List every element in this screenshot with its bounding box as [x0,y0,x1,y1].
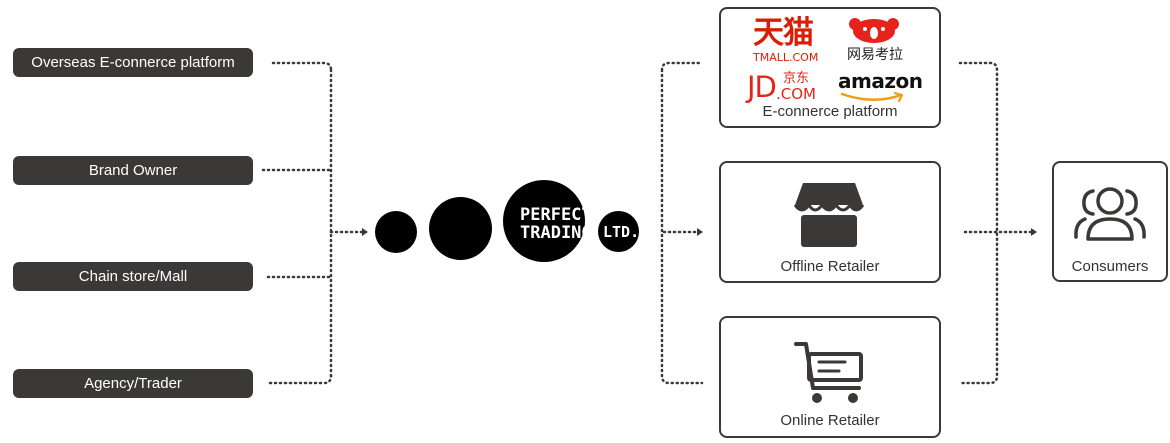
connector-channels-vertical [660,61,704,385]
source-chain-store-mall: Chain store/Mall [13,262,253,291]
jd-logo-dotcom: .COM [776,85,816,103]
connector-right-bracket [958,61,999,385]
company-name-line1: PERFECT [520,205,592,225]
users-group-icon [1074,187,1146,241]
offline-retailer-label: Offline Retailer [780,258,880,275]
source-brand-owner: Brand Owner [13,156,253,185]
channel-online-retailer-box: Online Retailer [719,316,941,438]
storefront-icon [793,183,865,247]
netease-logo-text: 网易考拉 [847,47,903,63]
logo-dot-suffix [598,211,639,252]
arrowhead-to-channels [697,228,703,236]
company-name-suffix: LTD. [603,223,640,241]
amazon-smile-icon [840,91,904,103]
connector-overseas [271,61,333,72]
amazon-logo-text: amazon [838,69,923,93]
arrowhead-to-consumers [1031,228,1037,236]
arrowhead-to-company [362,228,368,236]
source-overseas-ecommerce: Overseas E-connerce platform [13,48,253,77]
tmall-logo-chinese: 天猫 [753,15,814,51]
consumers-label: Consumers [1071,258,1149,275]
channel-offline-retailer-box: Offline Retailer [719,161,941,283]
shopping-cart-icon [794,342,863,403]
tmall-logo-english: TMALL.COM [753,51,819,64]
company-name-line2: TRADING [520,223,592,243]
connector-agency [268,374,333,385]
channel-ecommerce-box: 天猫 TMALL.COM 网易考拉 JD 京东 .COM amazon E-co… [719,7,941,128]
logo-dot-small [375,211,417,253]
logo-dot-large [503,180,585,262]
source-agency-trader: Agency/Trader [13,369,253,398]
jd-logo-main: JD [747,70,777,104]
jd-logo-chinese: 京东 [783,71,810,86]
consumers-box: Consumers [1052,161,1168,282]
ecommerce-platform-label: E-connerce platform [762,103,898,120]
logo-dot-medium [429,197,492,260]
netease-koala-icon [849,18,899,43]
online-retailer-label: Online Retailer [780,412,880,429]
